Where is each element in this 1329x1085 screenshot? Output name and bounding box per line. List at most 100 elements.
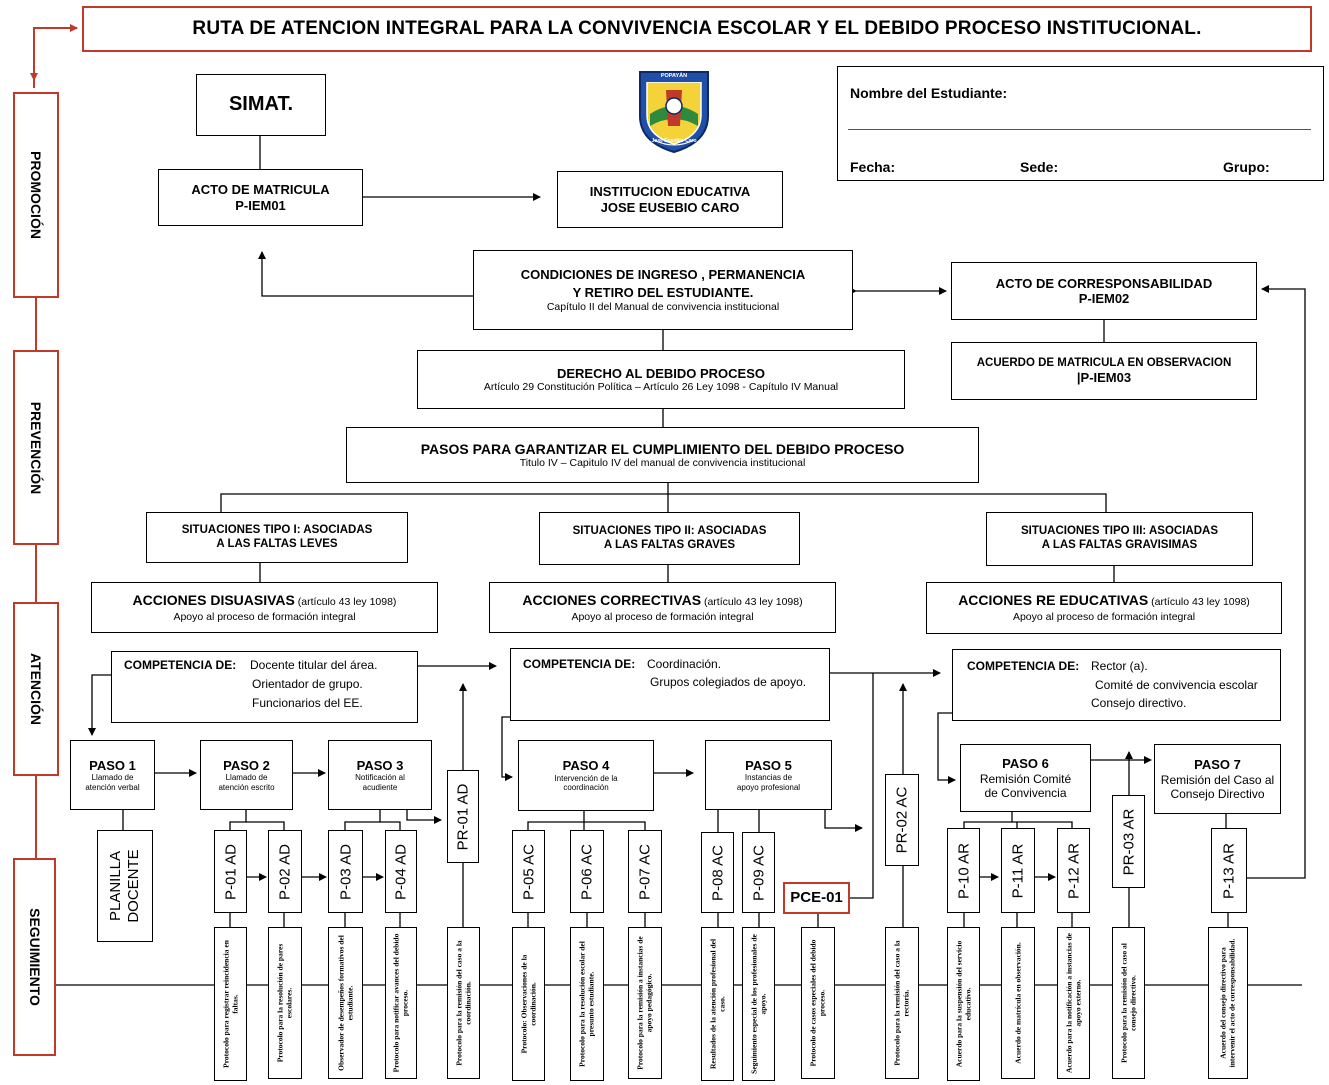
acciones-2-title: ACCIONES CORRECTIVAS — [522, 591, 702, 608]
competencia-3-box: COMPETENCIA DE: Rector (a). Comité de co… — [952, 649, 1281, 721]
situacion-tipo-3-box: SITUACIONES TIPO III: ASOCIADAS A LAS FA… — [986, 512, 1253, 566]
protocol-box: Seguimiento especial de los profesionale… — [742, 927, 775, 1081]
protocol-text: Seguimiento especial de los profesionale… — [749, 934, 768, 1074]
protocol-box: Protocolo para la resolución escolar del… — [570, 927, 604, 1081]
planilla-line2: DOCENTE — [125, 849, 142, 923]
condiciones-line1: CONDICIONES DE INGRESO , PERMANENCIA — [520, 266, 806, 282]
competencia-3-label: COMPETENCIA DE: — [967, 659, 1080, 673]
paso-4-desc: Intervención de la — [554, 773, 618, 783]
pce-label: PCE-01 — [790, 889, 843, 907]
situacion-3-line1: SITUACIONES TIPO III: ASOCIADAS — [1020, 525, 1218, 538]
logo-footer-text: Jose Eusebio Caro — [651, 138, 697, 144]
code-label: PR-02 AC — [893, 786, 911, 854]
protocol-text: Protocolo para la remisión del caso a la… — [454, 940, 473, 1066]
competencia-1-item: Funcionarios del EE. — [252, 696, 363, 710]
code-label: PR-03 AR — [1120, 808, 1137, 875]
code-p01-ad: P-01 AD — [214, 830, 247, 913]
paso-5-desc: Instancias de — [744, 773, 793, 783]
code-pce01: PCE-01 — [783, 882, 850, 914]
protocol-box: Acuerdo para la notificación a instancia… — [1057, 927, 1090, 1079]
code-p03-ad: P-03 AD — [328, 830, 363, 913]
planilla-docente-label: PLANILLA DOCENTE — [107, 849, 143, 922]
protocol-text: Acuerdo del consejo directivo para inter… — [1218, 938, 1237, 1068]
condiciones-box: CONDICIONES DE INGRESO , PERMANENCIA Y R… — [473, 250, 853, 330]
protocol-box: Protocolo para la remisión del caso a la… — [447, 927, 480, 1079]
phase-seguimiento-label: SEGUIMIENTO — [26, 908, 43, 1006]
situacion-3-line2: A LAS FALTAS GRAVISIMAS — [1041, 539, 1198, 551]
code-label: P-01 AD — [222, 843, 239, 900]
corresponsabilidad-title: ACTO DE CORRESPONSABILIDAD — [995, 275, 1213, 291]
protocol-text: Protocolo para la remisión a instancias … — [635, 936, 654, 1070]
acciones-3-ref: (artículo 43 ley 1098) — [1148, 596, 1250, 609]
pasos-garantizar-title: PASOS PARA GARANTIZAR EL CUMPLIMIENTO DE… — [420, 440, 905, 457]
protocol-box: Resultados de la atención profesional de… — [701, 927, 734, 1081]
protocol-text: Protocolo para la resolución escolar del… — [577, 941, 596, 1067]
situacion-1-line1: SITUACIONES TIPO I: ASOCIADAS — [181, 523, 373, 536]
paso-5-desc: apoyo profesional — [736, 782, 801, 792]
phase-promocion-label: PROMOCIÓN — [28, 151, 44, 239]
competencia-2-label: COMPETENCIA DE: — [523, 657, 636, 671]
code-label: P-05 AC — [520, 843, 537, 900]
paso-7-desc: Consejo Directivo — [1170, 786, 1265, 801]
protocol-text: Acuerdo para la suspensión del servicio … — [954, 940, 973, 1068]
protocol-text: Acuerdo de matrícula en observación. — [1013, 942, 1023, 1064]
code-label: PR-01 AD — [454, 783, 472, 850]
paso-6-title: PASO 6 — [1002, 756, 1049, 772]
protocol-box: Acuerdo del consejo directivo para inter… — [1208, 927, 1248, 1079]
code-p12-ar: P-12 AR — [1057, 828, 1090, 913]
planilla-line1: PLANILLA — [107, 850, 124, 922]
code-label: P-09 AC — [750, 844, 767, 901]
protocol-box: Protocolo para registrar reincidencia en… — [214, 927, 247, 1081]
acciones-1-title: ACCIONES DISUASIVAS — [132, 591, 295, 608]
phase-promocion: PROMOCIÓN — [13, 92, 59, 298]
institucion-line2: JOSE EUSEBIO CARO — [600, 199, 740, 215]
pasos-garantizar-note: Titulo IV – Capitulo IV del manual de co… — [519, 457, 806, 470]
paso-1-desc: atención verbal — [85, 782, 140, 792]
protocol-box: Protocolo para la remisión del caso a la… — [885, 927, 919, 1079]
competencia-3-item: Rector (a). — [1091, 659, 1148, 673]
phase-seguimiento: SEGUIMIENTO — [13, 858, 56, 1056]
code-p10-ar: P-10 AR — [947, 828, 980, 913]
nombre-line — [848, 129, 1311, 130]
code-label: P-11 AR — [1009, 843, 1027, 898]
code-label: P-07 AC — [636, 843, 654, 900]
protocol-text: Protocolo para registrar reincidencia en… — [221, 940, 240, 1068]
acciones-disuasivas-box: ACCIONES DISUASIVAS (artículo 43 ley 109… — [91, 582, 438, 633]
acciones-2-note: Apoyo al proceso de formación integral — [571, 610, 754, 623]
debido-proceso-box: DERECHO AL DEBIDO PROCESO Artículo 29 Co… — [417, 350, 905, 409]
acto-matricula-code: P-IEM01 — [235, 197, 286, 213]
paso-6-desc: de Convivencia — [984, 785, 1067, 800]
paso-2-title: PASO 2 — [223, 757, 270, 773]
paso-7-title: PASO 7 — [1194, 757, 1241, 773]
debido-proceso-title: DERECHO AL DEBIDO PROCESO — [556, 365, 766, 381]
protocol-box: Protocolo: Observaciones de la coordinac… — [512, 927, 545, 1081]
paso-7-box: PASO 7 Remisión del Caso al Consejo Dire… — [1154, 744, 1281, 814]
competencia-2-item: Coordinación. — [647, 657, 722, 671]
logo-banner-text: POPAYÁN — [660, 73, 688, 79]
code-label: P-02 AD — [276, 843, 294, 900]
code-label: P-12 AR — [1065, 842, 1082, 899]
code-label: P-10 AR — [955, 842, 972, 899]
code-p11-ar: P-11 AR — [1001, 828, 1035, 913]
acciones-1-ref: (artículo 43 ley 1098) — [294, 595, 397, 608]
protocol-box: Protocolo para la resolución de pares es… — [268, 927, 302, 1079]
protocol-text: Acuerdo para la notificación a instancia… — [1064, 933, 1083, 1073]
paso-1-title: PASO 1 — [89, 757, 136, 773]
situacion-2-line1: SITUACIONES TIPO II: ASOCIADAS — [572, 524, 767, 537]
fecha-label: Fecha: — [850, 159, 896, 175]
pasos-garantizar-box: PASOS PARA GARANTIZAR EL CUMPLIMIENTO DE… — [346, 427, 979, 483]
code-pr03-ar: PR-03 AR — [1112, 795, 1145, 888]
nombre-label: Nombre del Estudiante: — [850, 85, 1008, 101]
protocol-text: Protocolo para la remisión del caso a la… — [892, 940, 911, 1066]
code-label: P-13 AR — [1220, 842, 1238, 899]
corresponsabilidad-code: P-IEM02 — [1078, 291, 1130, 306]
paso-3-desc: acudiente — [362, 782, 398, 792]
protocol-box: Protocolo para notificar avances del deb… — [385, 927, 417, 1079]
code-label: P-03 AD — [337, 843, 354, 900]
competencia-3-item: Consejo directivo. — [1091, 696, 1187, 710]
code-label: P-08 AC — [709, 844, 726, 901]
title-text: RUTA DE ATENCION INTEGRAL PARA LA CONVIV… — [192, 17, 1202, 39]
code-p02-ad: P-02 AD — [268, 830, 302, 913]
protocol-text: Protocolo para notificar avances del deb… — [391, 933, 410, 1073]
